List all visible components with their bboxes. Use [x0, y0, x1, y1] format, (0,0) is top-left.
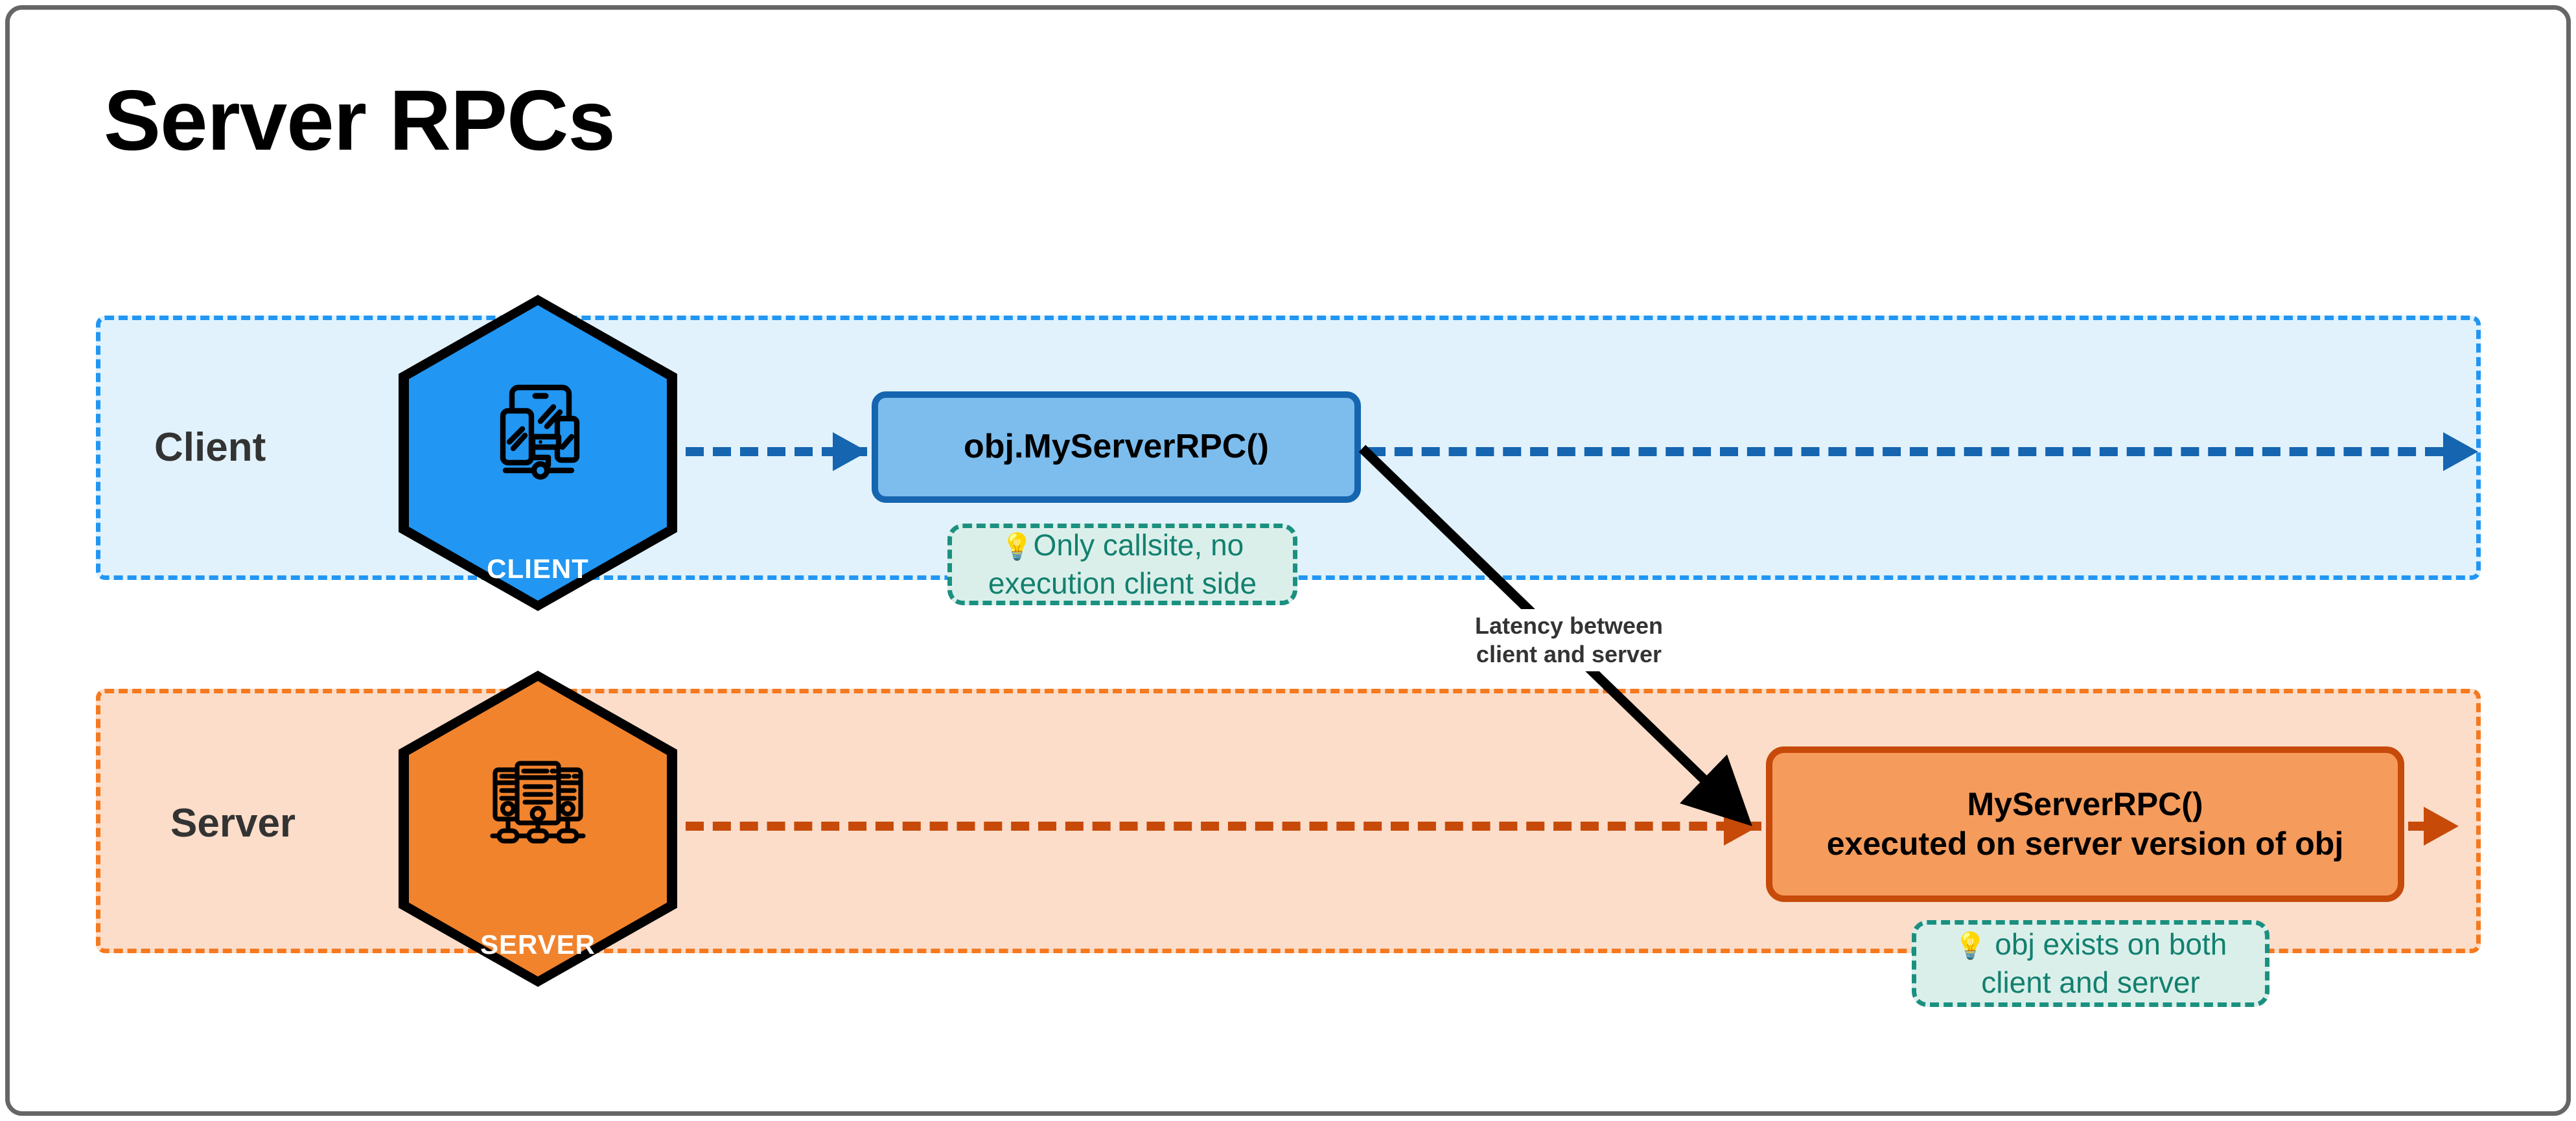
server-badge: SERVER [399, 671, 677, 987]
note-client-line2: execution client side [988, 566, 1257, 600]
note-client-callsite: 💡Only callsite, no execution client side [947, 524, 1297, 605]
client-badge-caption: CLIENT [487, 553, 589, 584]
lightbulb-icon: 💡 [1954, 932, 1987, 961]
latency-line1: Latency between [1474, 612, 1664, 639]
client-timeline-arrowhead-2 [2443, 432, 2478, 471]
lightbulb-icon: 💡 [1001, 533, 1034, 562]
note-server-obj: 💡 obj exists on both client and server [1912, 920, 2269, 1007]
server-exec-line1: MyServerRPC() [1967, 786, 2203, 822]
note-server-line2: client and server [1981, 965, 2200, 999]
note-server-line1: obj exists on both [1995, 927, 2227, 962]
page-title: Server RPCs [104, 73, 616, 168]
client-timeline-segment-1 [686, 447, 867, 456]
client-call-label: obj.MyServerRPC() [964, 428, 1269, 466]
server-timeline-arrowhead-1 [1724, 807, 1759, 846]
server-exec-line2: executed on server version of obj [1826, 826, 2344, 862]
client-call-box[interactable]: obj.MyServerRPC() [872, 391, 1361, 503]
lane-label-server: Server [170, 801, 296, 846]
devices-icon [500, 384, 580, 480]
lane-label-client: Client [154, 425, 266, 470]
client-timeline-segment-2 [1367, 447, 2443, 456]
note-client-line1: Only callsite, no [1033, 528, 1244, 562]
server-badge-caption: SERVER [480, 929, 596, 960]
server-exec-box[interactable]: MyServerRPC() executed on server version… [1766, 746, 2404, 902]
client-badge: CLIENT [399, 295, 677, 611]
client-timeline-arrowhead-1 [833, 432, 868, 471]
server-rack-icon [490, 761, 586, 844]
server-timeline-arrowhead-2 [2424, 807, 2459, 846]
server-timeline-segment-1 [686, 822, 1761, 831]
latency-line2: client and server [1476, 640, 1662, 667]
latency-label: Latency between client and server [1468, 609, 1670, 671]
